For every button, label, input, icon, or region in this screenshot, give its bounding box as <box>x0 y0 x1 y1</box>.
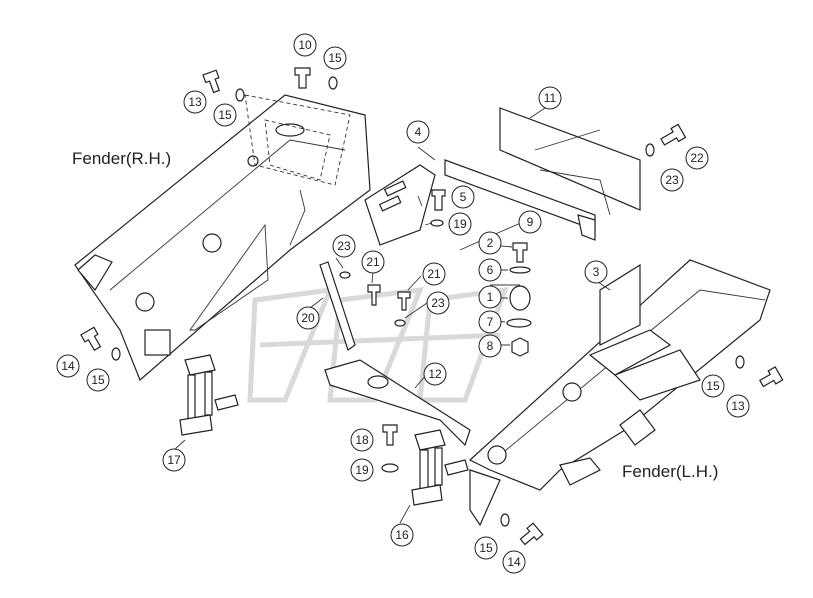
callout-circle <box>584 260 608 284</box>
callout-circle <box>293 33 317 57</box>
callout-number: 15 <box>218 108 232 122</box>
part-4-bracket <box>364 164 436 246</box>
callout-circle <box>538 86 562 110</box>
part-6-washer <box>509 266 531 274</box>
callout-circle <box>426 291 450 315</box>
part-22-bolt <box>660 123 687 146</box>
part-14-bolt-left <box>80 326 102 351</box>
callout-number: 16 <box>395 528 409 542</box>
callout-number: 1 <box>487 290 494 304</box>
part-16-bracket <box>411 429 469 506</box>
callout-number: 5 <box>460 190 467 204</box>
callout-circle <box>478 285 502 309</box>
callout-circle <box>478 310 502 334</box>
callout-circle <box>451 185 475 209</box>
callout-number: 22 <box>690 151 704 165</box>
callout-circle <box>660 168 684 192</box>
callout-circle <box>183 90 207 114</box>
callout-number: 4 <box>415 125 422 139</box>
callout-circle <box>726 394 750 418</box>
callout-circle <box>518 210 542 234</box>
callout-circle <box>685 146 709 170</box>
part-5-bolt <box>431 189 446 211</box>
callout-number: 3 <box>593 265 600 279</box>
callout-circle <box>502 550 526 574</box>
part-13-bolt-top <box>202 69 221 94</box>
callout-number: 6 <box>487 263 494 277</box>
callout-number: 23 <box>665 173 679 187</box>
callout-circle <box>361 250 385 274</box>
callout-circle <box>86 368 110 392</box>
callout-circle <box>213 103 237 127</box>
callout-number: 19 <box>355 463 369 477</box>
part-2-bolt <box>512 242 528 263</box>
callout-number: 23 <box>337 239 351 253</box>
part-18-bolt <box>382 424 398 446</box>
callout-circle <box>162 448 186 472</box>
title-fender-lh: Fender(L.H.) <box>622 462 718 481</box>
callout-number: 13 <box>731 399 745 413</box>
callout-number: 2 <box>487 236 494 250</box>
part-13-bolt-right <box>759 366 784 388</box>
callout-circle <box>478 231 502 255</box>
callout-number: 9 <box>527 215 534 229</box>
callout-number: 15 <box>479 541 493 555</box>
part-7-washer <box>506 318 532 328</box>
fender-lh <box>468 259 771 527</box>
part-17-bracket <box>179 354 239 436</box>
callout-circle <box>701 374 725 398</box>
callout-circle <box>323 46 347 70</box>
part-14-bolt-bottom <box>519 522 544 546</box>
callout-number: 12 <box>428 367 442 381</box>
callout-circle <box>423 362 447 386</box>
part-11-plate <box>499 107 641 211</box>
callout-number: 15 <box>91 373 105 387</box>
callout-number: 14 <box>507 555 521 569</box>
callout-circle <box>474 536 498 560</box>
callout-number: 21 <box>366 255 380 269</box>
callout-number: 17 <box>167 453 181 467</box>
part-21-bolt <box>367 284 381 306</box>
callout-circle <box>390 523 414 547</box>
callout-circle <box>448 212 472 236</box>
part-8-nut <box>511 337 529 357</box>
callout-number: 18 <box>355 433 369 447</box>
title-fender-rh: Fender(R.H.) <box>72 149 171 168</box>
callout-circle <box>422 262 446 286</box>
callout-number: 15 <box>328 51 342 65</box>
part-12-crossmember <box>324 359 471 447</box>
callout-number: 23 <box>431 296 445 310</box>
callout-circle <box>350 428 374 452</box>
callout-number: 10 <box>298 38 312 52</box>
callout-circle <box>350 458 374 482</box>
callout-circle <box>478 258 502 282</box>
callout-number: 11 <box>544 91 557 105</box>
part-10-bolt <box>294 67 311 89</box>
callout-labels: 10 15 13 15 4 11 22 23 5 19 9 2 23 21 6 3 21 1 23 20 7 8 14 15 1… <box>56 33 750 574</box>
callout-circle <box>296 306 320 330</box>
fender-rh <box>74 94 371 382</box>
callout-circle <box>332 234 356 258</box>
callout-number: 8 <box>487 339 494 353</box>
callout-number: 14 <box>61 359 75 373</box>
callout-number: 19 <box>453 217 467 231</box>
part-1-mount <box>509 285 531 311</box>
callout-number: 7 <box>487 315 494 329</box>
callout-circle <box>406 120 430 144</box>
callout-circle <box>478 334 502 358</box>
callout-number: 20 <box>301 311 315 325</box>
callout-number: 15 <box>706 379 720 393</box>
callout-number: 13 <box>188 95 202 109</box>
part-20-strap <box>319 261 356 351</box>
callout-number: 21 <box>427 267 441 281</box>
callout-circle <box>56 354 80 378</box>
